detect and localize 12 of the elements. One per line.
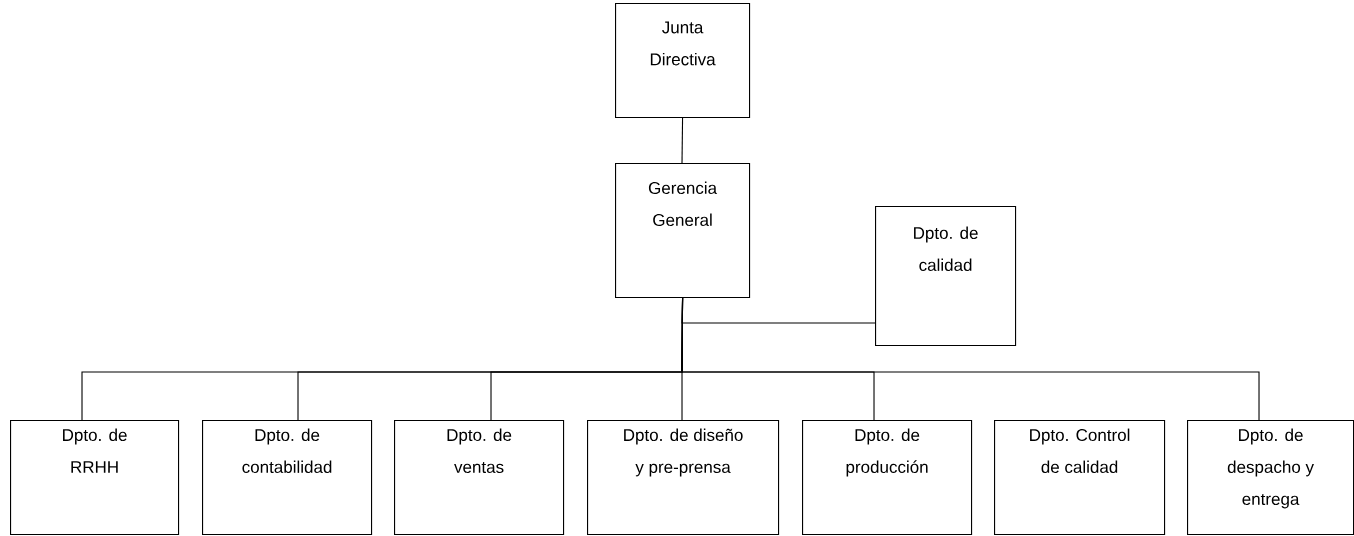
- department-box: Dpto. de RRHH: [10, 420, 180, 536]
- department-box: Junta Directiva: [615, 3, 751, 119]
- department-box: Dpto. de calidad: [875, 206, 1017, 347]
- department-box: Dpto. de producción: [802, 420, 973, 536]
- department-box: Dpto. Control de calidad: [994, 420, 1166, 536]
- department-box: Gerencia General: [615, 163, 751, 299]
- connector-line: [681, 117, 684, 164]
- department-box: Dpto. de despacho y entrega: [1187, 420, 1354, 536]
- department-box: Dpto. de contabilidad: [202, 420, 373, 536]
- department-box: Dpto. de ventas: [394, 420, 565, 536]
- department-box: Dpto. de diseño y pre-prensa: [587, 420, 780, 536]
- connector-line: [681, 297, 1260, 421]
